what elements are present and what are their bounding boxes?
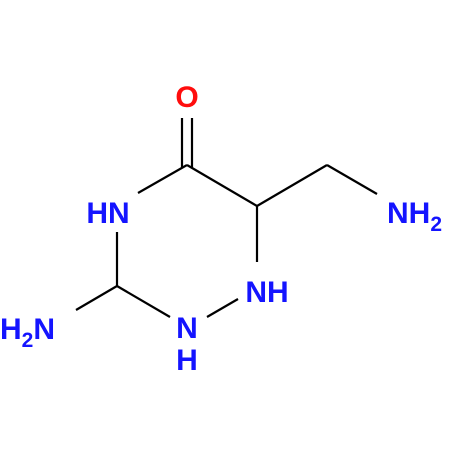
bond-n6-n1 (206, 298, 239, 318)
atom-nh2-left-n: N (33, 313, 55, 346)
bond-ch2-nh2 (326, 164, 378, 195)
atom-nh2-left-h: H (0, 313, 22, 346)
atom-nh2-right: NH2 (387, 197, 442, 236)
atom-nh2-left-sub: 2 (22, 329, 34, 352)
bond-c4-n3 (137, 164, 188, 194)
bond-c5-ch2 (256, 164, 328, 207)
bond-c2-nh2 (75, 285, 118, 311)
bond-group (75, 118, 378, 318)
atom-nh-ring-left: HN (86, 197, 129, 230)
atom-nh2-right-nh: NH (387, 197, 430, 230)
atom-labels: O HN NH N H NH2 H2N (0, 81, 442, 377)
atom-n-ring-bottom: N (176, 312, 198, 345)
bond-c4-c5 (186, 164, 258, 207)
atom-nh2-right-sub: 2 (430, 213, 442, 236)
atom-nh2-left: H2N (0, 313, 55, 352)
bond-n1-c2 (116, 285, 171, 318)
atom-h-ring-bottom: H (176, 344, 198, 377)
atom-nh-ring-right: NH (245, 276, 288, 309)
atom-oxygen: O (175, 81, 198, 114)
